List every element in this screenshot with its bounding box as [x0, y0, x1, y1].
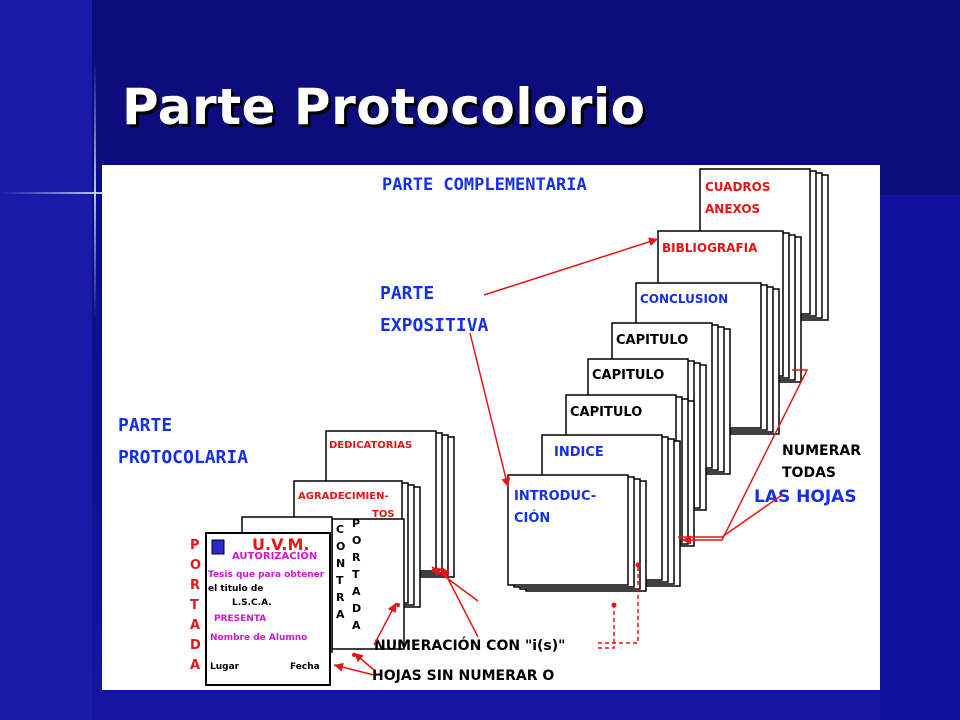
cover-presenta: PRESENTA: [214, 614, 266, 624]
arrow-dedicatorias-2: [441, 566, 479, 638]
vertical-letter: D: [190, 638, 201, 653]
cuadros-label: CUADROS: [705, 180, 771, 194]
anexos-label: ANEXOS: [705, 202, 760, 216]
cover-autorizacion: AUTORIZACIÓN: [232, 549, 317, 562]
capitulo-1-label: CAPITULO: [616, 333, 688, 348]
note-hojas-sin: HOJAS SIN NUMERAR O: [372, 668, 554, 684]
right-band: [880, 195, 960, 720]
dashed-arrows: [598, 565, 639, 649]
vertical-letter: N: [336, 557, 345, 570]
vertical-letter: O: [190, 558, 201, 573]
vertical-letter: R: [352, 551, 361, 564]
dashed-arrow-2: [598, 565, 639, 644]
cover-line2: el titulo de: [208, 584, 263, 594]
arrows: [333, 237, 809, 676]
arrow-to-portada: [353, 652, 375, 671]
introduccion-label-2: CIÓN: [514, 510, 550, 526]
label-parte-expositiva-2: EXPOSITIVA: [380, 315, 489, 336]
vertical-letter: A: [352, 585, 361, 598]
arrow-numerar-bottom: [678, 494, 783, 538]
vertical-letter: R: [336, 591, 345, 604]
cover-uvm: U.V.M.: [252, 535, 309, 554]
label-parte-complementaria: PARTE COMPLEMENTARIA: [382, 175, 587, 195]
note-numerar-1: NUMERAR: [782, 443, 861, 459]
bibliografia-label: BIBLIOGRAFIA: [662, 241, 758, 255]
vertical-letter: T: [336, 574, 344, 587]
cover-lugar: Lugar: [210, 662, 240, 672]
dedicatorias-label: DEDICATORIAS: [329, 440, 412, 451]
cover-line1: Tesis que para obtener: [208, 570, 325, 580]
arrow-numerar-top: [682, 369, 809, 545]
agradecimientos-label-1: AGRADECIMIEN-: [298, 491, 389, 502]
diagram-svg: CUADROS ANEXOS BIBLIOGRAFIA CONCLUSION C…: [118, 168, 861, 686]
vertical-letter: A: [352, 619, 361, 632]
page-portada-cover: U.V.M. AUTORIZACIÓN Tesis que para obten…: [205, 532, 331, 686]
page-portada-inner: [331, 518, 405, 650]
vertical-letter: T: [190, 598, 199, 613]
indice-label: INDICE: [554, 445, 604, 460]
label-parte-protocolaria-2: PROTOCOLARIA: [118, 447, 248, 468]
cover-nombre: Nombre de Alumno: [210, 633, 307, 643]
vertical-letter: O: [336, 540, 345, 553]
vertical-letter: P: [352, 517, 360, 530]
introduccion-label-1: INTRODUC-: [514, 489, 596, 504]
capitulo-2-label: CAPITULO: [592, 368, 664, 383]
vertical-letter: A: [190, 658, 200, 673]
note-numerar-3: LAS HOJAS: [754, 487, 857, 507]
note-numeracion: NUMERACIÓN CON "i(s)": [374, 636, 565, 654]
vertical-letter: A: [190, 618, 200, 633]
arrow-to-bibliografia: [483, 237, 659, 296]
dashed-arrow-1: [598, 605, 615, 649]
lens-flare-vertical: [94, 60, 96, 320]
vertical-letter: R: [190, 578, 200, 593]
vertical-letter: C: [336, 523, 344, 536]
vertical-letter: P: [190, 538, 200, 553]
label-parte-expositiva-1: PARTE: [380, 283, 434, 304]
arrow-to-introduccion: [469, 332, 511, 488]
cover-fecha: Fecha: [290, 662, 320, 672]
lens-flare-horizontal: [0, 192, 200, 194]
arrow-to-dedicatorias: [431, 566, 479, 602]
slide-title: Parte Protocolorio: [122, 78, 646, 136]
vertical-letter: D: [352, 602, 361, 615]
left-band: [0, 0, 92, 720]
label-parte-protocolaria-1: PARTE: [118, 415, 172, 436]
note-numerar-2: TODAS: [782, 465, 836, 481]
thesis-structure-diagram: CUADROS ANEXOS BIBLIOGRAFIA CONCLUSION C…: [102, 165, 880, 690]
agradecimientos-label-2: TOS: [372, 509, 395, 520]
page-introduccion: INTRODUC- CIÓN: [507, 474, 647, 592]
top-band: [92, 0, 960, 195]
arrow-to-agradecimientos: [373, 602, 397, 646]
conclusion-label: CONCLUSION: [640, 292, 728, 306]
capitulo-3-label: CAPITULO: [570, 405, 642, 420]
vertical-letter: A: [336, 608, 345, 621]
arrow-to-cover: [333, 662, 375, 676]
cover-line3: L.S.C.A.: [232, 598, 272, 608]
vertical-letter: O: [352, 534, 361, 547]
arrow-dots: [352, 562, 641, 657]
vertical-letter: T: [352, 568, 360, 581]
